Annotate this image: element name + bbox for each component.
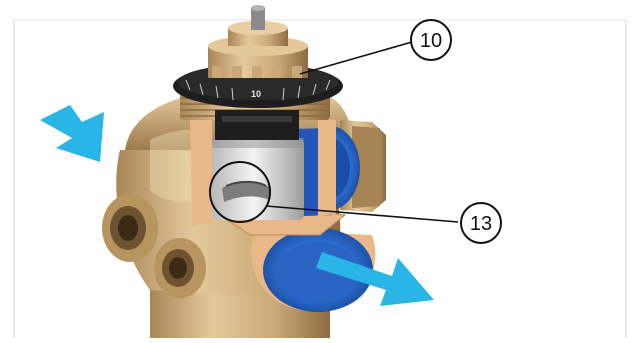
callout-13-label: 13 (470, 213, 492, 235)
callout-10-leader (299, 41, 413, 75)
callout-10-label: 10 (420, 30, 442, 52)
callout-13: 13 (460, 202, 502, 244)
callout-10: 10 (410, 19, 452, 61)
dial-marking-text: 10 (251, 89, 261, 99)
outlet-flow-arrow-icon (316, 252, 434, 306)
callout-13-marker-circle (209, 161, 271, 223)
inlet-flow-arrow-icon (40, 105, 104, 162)
flow-chamber (218, 128, 376, 312)
cut-face (190, 118, 336, 226)
valve-insert (212, 138, 304, 220)
callout-13-leader (265, 205, 459, 223)
bonnet (208, 5, 308, 78)
